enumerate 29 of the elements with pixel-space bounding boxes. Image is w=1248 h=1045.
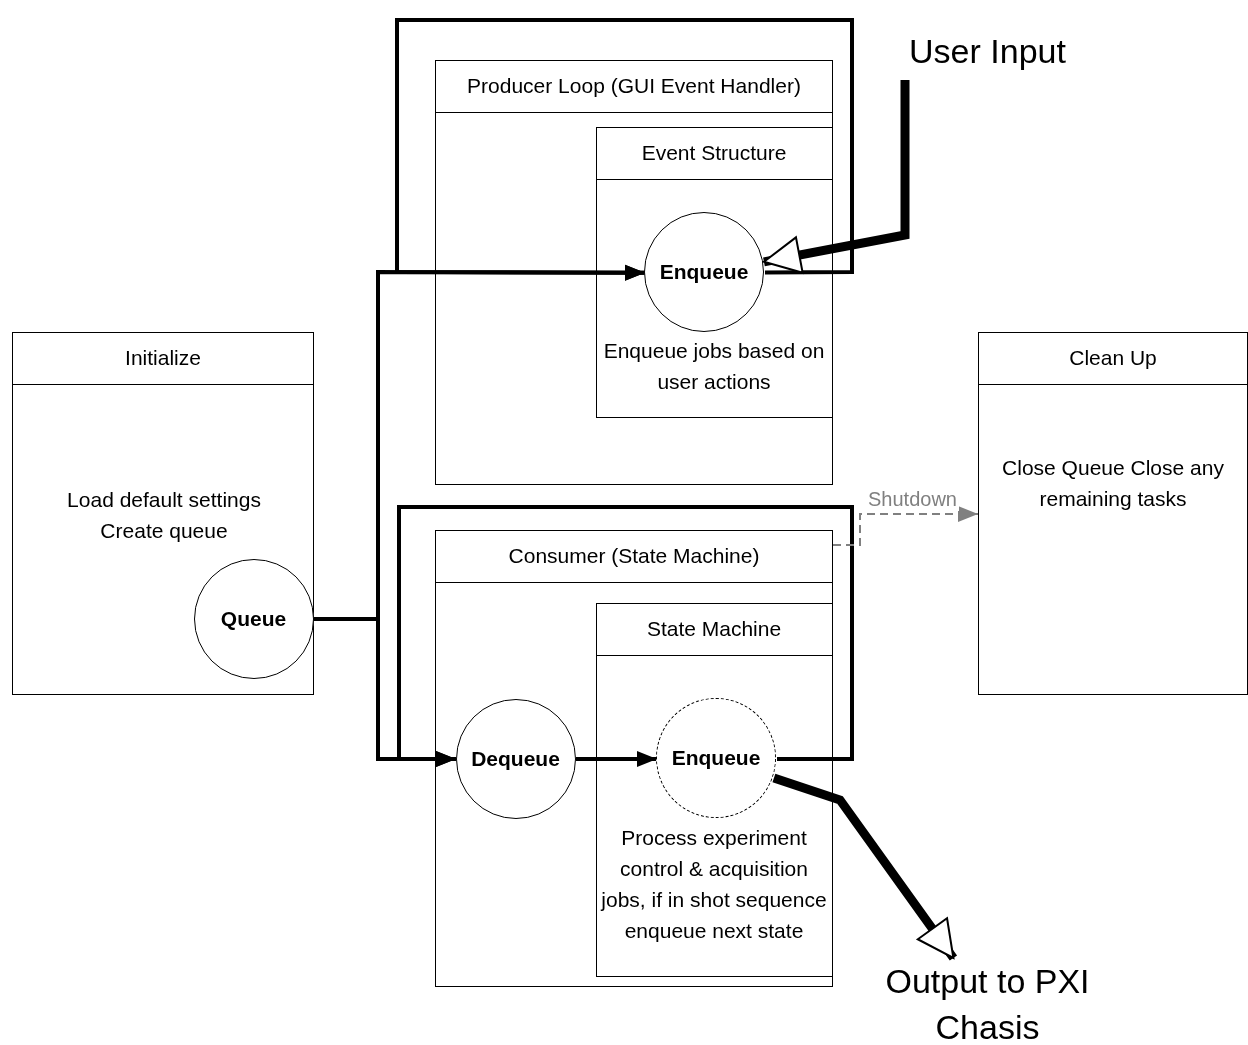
- box-title: Initialize: [13, 333, 313, 385]
- dashed-arrow: [832, 506, 979, 546]
- box-title: Consumer (State Machine): [436, 531, 832, 583]
- edge-label: Shutdown: [866, 488, 959, 511]
- node-label: Dequeue: [471, 746, 560, 771]
- box-title: Event Structure: [596, 127, 832, 180]
- loop-box: [435, 60, 833, 485]
- loop-box: [595, 602, 833, 977]
- node-text: Output to PXI Chasis: [880, 958, 1095, 1045]
- arrow: [576, 751, 657, 767]
- loop-box: [12, 332, 314, 695]
- node-label: Enqueue: [671, 746, 761, 770]
- block-arrow: [762, 80, 910, 274]
- loop-box: [978, 332, 1248, 695]
- box-text: Process experiment control & acquisition jobs, if in shot sequence enqueue next state: [599, 824, 828, 944]
- loop-box: [595, 126, 833, 418]
- box-title: State Machine: [596, 603, 832, 656]
- box-title: Producer Loop (GUI Event Handler): [436, 61, 832, 113]
- block-arrow: [772, 773, 958, 961]
- node-label: Queue: [220, 606, 287, 631]
- node-label: Enqueue: [659, 260, 749, 284]
- node-text: User Input: [880, 28, 1095, 80]
- arrow: [395, 18, 854, 281]
- box-text: Close Queue Close any remaining tasks: [1001, 455, 1225, 512]
- box-title: Clean Up: [979, 333, 1247, 385]
- arrow: [397, 505, 854, 767]
- loop-box: [435, 530, 833, 987]
- box-text: Enqueue jobs based on user actions: [602, 337, 826, 395]
- box-text: Load default settings Create queue: [66, 487, 262, 544]
